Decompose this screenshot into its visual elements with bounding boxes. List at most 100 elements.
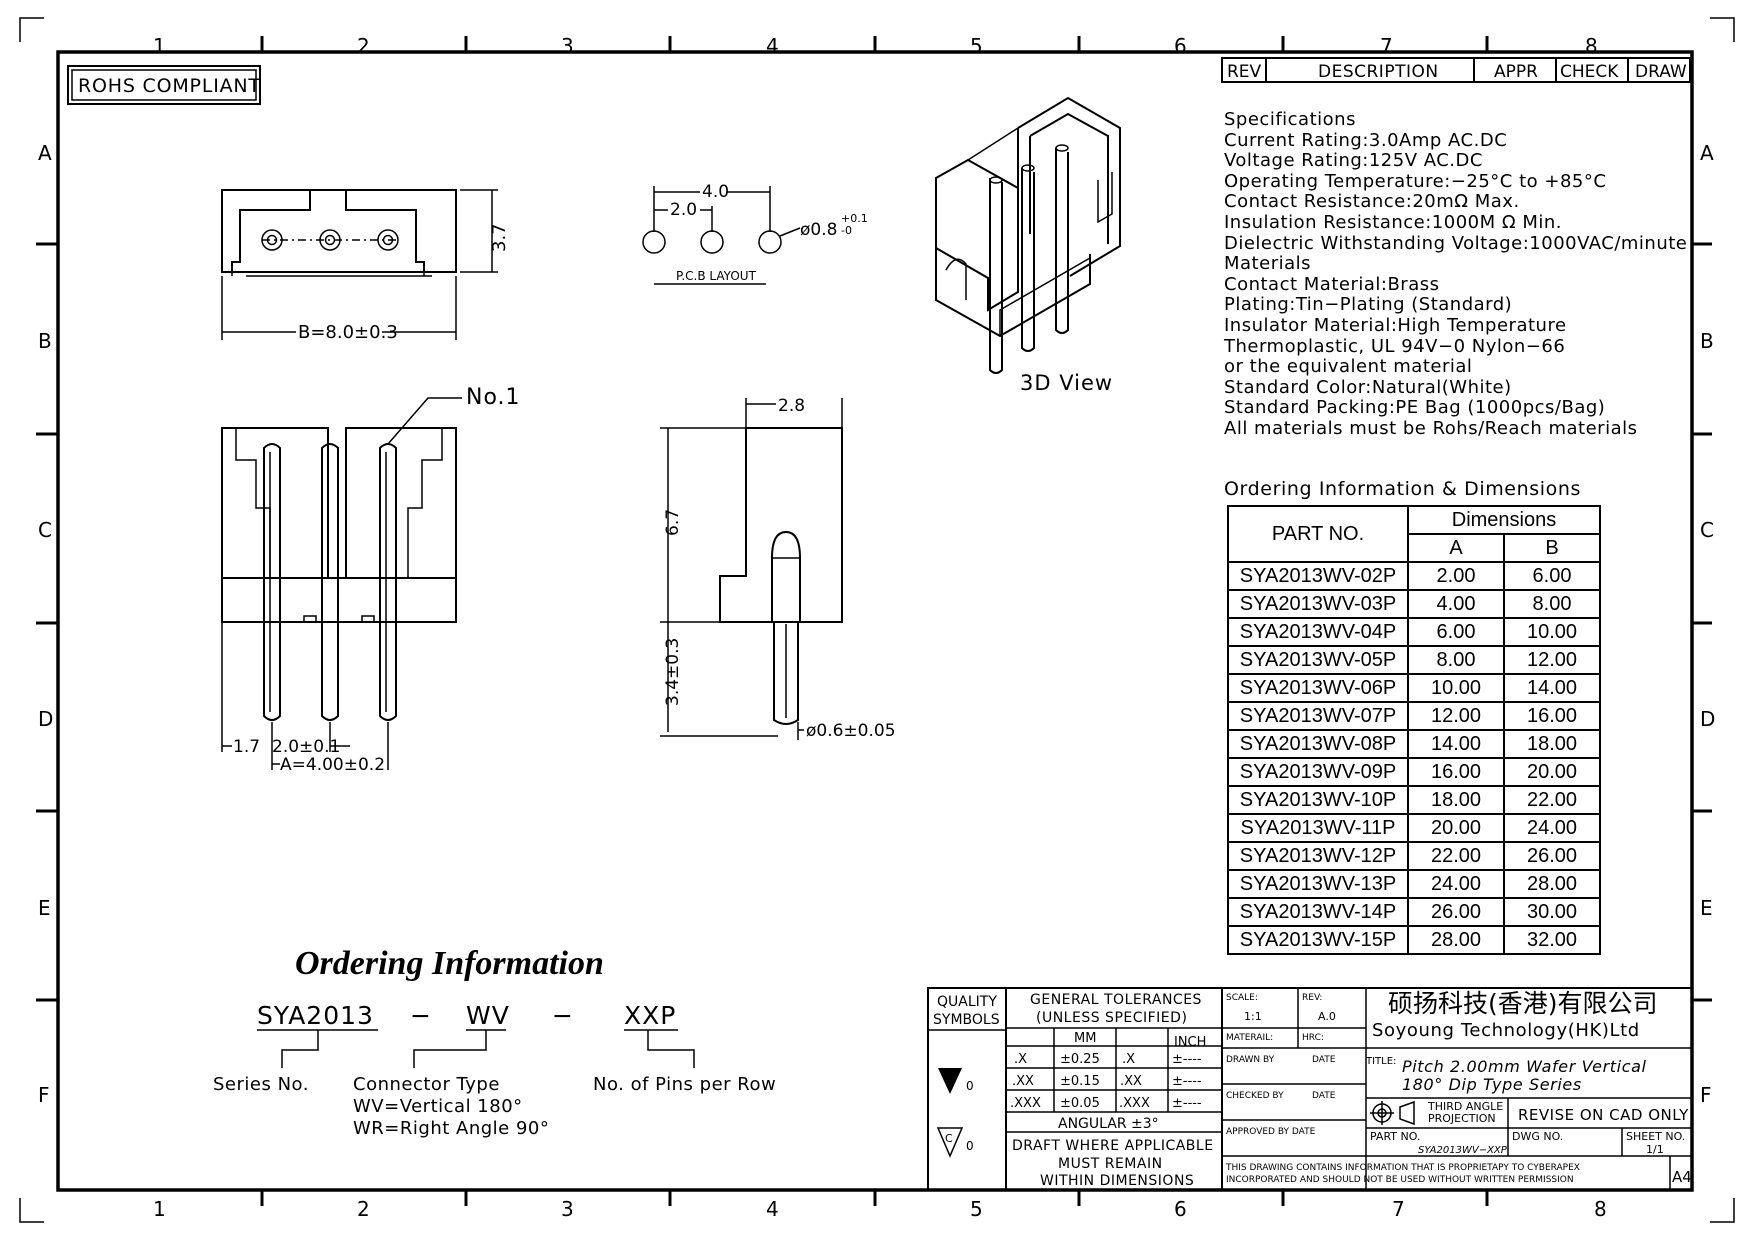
pcb-dim-4: 4.0 <box>702 182 729 202</box>
col-label-top-8: 8 <box>1585 34 1598 58</box>
pcb-hole-tol-plus: +0.1 <box>841 212 868 225</box>
part-number-cell: SYA2013WV-04P <box>1227 617 1409 647</box>
title-label: TITLE: <box>1365 1056 1396 1067</box>
dimensions-header: Dimensions <box>1407 505 1601 535</box>
dim-b-cell: 24.00 <box>1502 813 1602 843</box>
col-label-top-1: 1 <box>153 34 166 58</box>
quality-triangle-filled-icon <box>938 1068 962 1094</box>
dim-b-cell: 20.00 <box>1502 757 1602 787</box>
top-view-width-dim: B=8.0±0.3 <box>298 322 398 343</box>
spec-line: Dielectric Withstanding Voltage:1000VAC/… <box>1224 232 1688 254</box>
quality-sym1-value: 0 <box>966 1079 974 1093</box>
tol-xx-label-inch: .XX <box>1120 1074 1142 1089</box>
title-block: QUALITY SYMBOLS 0 C 0 GENERAL TOLERANCES… <box>927 987 1693 1191</box>
type-label: Connector Type <box>353 1074 500 1095</box>
third-angle-label-1: THIRD ANGLE <box>1427 1100 1503 1113</box>
drawing-title-line-1: Pitch 2.00mm Wafer Vertical <box>1402 1057 1647 1076</box>
revise-on-cad-label: REVISE ON CAD ONLY <box>1518 1106 1689 1124</box>
col-label-top-3: 3 <box>561 34 574 58</box>
dim-b-cell: 12.00 <box>1502 645 1602 675</box>
row-label-left-e: E <box>38 896 51 920</box>
spec-line: Contact Material:Brass <box>1224 273 1440 295</box>
checked-date-label: DATE <box>1312 1091 1336 1101</box>
top-view: 3.7 B=8.0±0.3 <box>221 189 510 343</box>
code-dash-1: − <box>410 1001 431 1030</box>
dim-a-cell: 10.00 <box>1407 673 1505 703</box>
code-series: SYA2013 <box>257 1001 374 1030</box>
tol-xx-inch: ±---- <box>1172 1074 1202 1089</box>
tol-x-label: .X <box>1014 1052 1027 1067</box>
col-label-bottom-5: 5 <box>970 1197 983 1221</box>
spec-line: Plating:Tin−Plating (Standard) <box>1224 294 1513 316</box>
ordering-code: SYA2013 − WV − XXP Series No. Connector … <box>213 1001 776 1139</box>
sheet-no-label: SHEET NO. <box>1626 1130 1685 1143</box>
dwg-no-label: DWG NO. <box>1512 1130 1563 1143</box>
pins-label: No. of Pins per Row <box>593 1074 776 1095</box>
dim-b-cell: 28.00 <box>1502 869 1602 899</box>
part-number-cell: SYA2013WV-10P <box>1227 785 1409 815</box>
3d-view-label: 3D View <box>1020 371 1113 395</box>
dim-a-cell: 14.00 <box>1407 729 1505 759</box>
row-label-left-f: F <box>38 1083 50 1107</box>
code-dash-2: − <box>552 1001 573 1030</box>
row-label-right-c: C <box>1700 518 1714 542</box>
part-number-cell: SYA2013WV-06P <box>1227 673 1409 703</box>
quality-sym2-value: 0 <box>966 1139 974 1153</box>
rev-label: REV: <box>1302 993 1322 1003</box>
tol-xx-mm: ±0.15 <box>1060 1074 1100 1089</box>
col-label-top-6: 6 <box>1174 34 1187 58</box>
row-label-left-b: B <box>38 329 52 353</box>
part-number-cell: SYA2013WV-12P <box>1227 841 1409 871</box>
dim-a-cell: 2.00 <box>1407 561 1505 591</box>
mm-header: MM <box>1074 1031 1096 1046</box>
scale-label: SCALE: <box>1226 993 1258 1003</box>
tol-x-mm: ±0.25 <box>1060 1052 1100 1067</box>
side-dim-pin-diameter: ø0.6±0.05 <box>806 721 896 741</box>
side-dim-2-8: 2.8 <box>778 396 805 416</box>
code-pins: XXP <box>624 1001 676 1030</box>
spec-line: Operating Temperature:−25°C to +85°C <box>1224 170 1607 192</box>
col-label-bottom-1: 1 <box>153 1197 166 1221</box>
revision-block: REV DESCRIPTION APPR CHECK DRAW <box>1221 57 1691 83</box>
col-label-bottom-2: 2 <box>357 1197 370 1221</box>
pcb-hole-tol-minus: -0 <box>841 224 852 237</box>
dim-b-cell: 16.00 <box>1502 701 1602 731</box>
quality-label: QUALITY <box>937 994 997 1010</box>
part-number-cell: SYA2013WV-13P <box>1227 869 1409 899</box>
dim-a-cell: 6.00 <box>1407 617 1505 647</box>
third-angle-label-2: PROJECTION <box>1428 1112 1496 1125</box>
part-number-cell: SYA2013WV-02P <box>1227 561 1409 591</box>
spec-line: Specifications <box>1224 109 1356 130</box>
ordering-dimensions-title: Ordering Information & Dimensions <box>1224 478 1581 500</box>
check-header: CHECK <box>1560 62 1619 82</box>
draft-line-2: MUST REMAIN <box>1058 1156 1163 1172</box>
rev-header: REV <box>1227 62 1262 82</box>
dim-b-cell: 8.00 <box>1502 589 1602 619</box>
part-number-cell: SYA2013WV-05P <box>1227 645 1409 675</box>
appr-header: APPR <box>1494 62 1538 82</box>
dim-a-cell: 26.00 <box>1407 897 1505 927</box>
drawing-title-line-2: 180° Dip Type Series <box>1402 1075 1582 1094</box>
spec-line: Thermoplastic, UL 94V−0 Nylon−66 <box>1224 335 1566 357</box>
draft-line-3: WITHIN DIMENSIONS <box>1040 1173 1194 1189</box>
quality-sym2-letter: C <box>945 1132 953 1145</box>
dim-a-cell: 8.00 <box>1407 645 1505 675</box>
front-dim-a: A=4.00±0.2 <box>280 755 385 775</box>
part-no-header: PART NO. <box>1227 505 1409 563</box>
dim-b-cell: 30.00 <box>1502 897 1602 927</box>
row-label-right-f: F <box>1700 1083 1712 1107</box>
part-number-cell: SYA2013WV-08P <box>1227 729 1409 759</box>
spec-line: All materials must be Rohs/Reach materia… <box>1224 417 1638 439</box>
third-angle-projection-icon <box>1370 1100 1415 1126</box>
company-name-en: Soyoung Technology(HK)Ltd <box>1372 1020 1640 1041</box>
pcb-layout-label: P.C.B LAYOUT <box>676 269 757 283</box>
